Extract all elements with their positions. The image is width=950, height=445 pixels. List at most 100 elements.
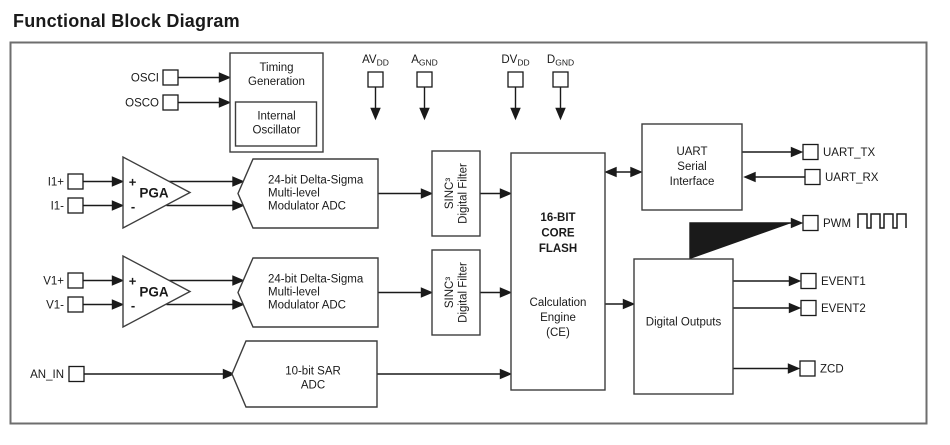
svg-text:Multi-level: Multi-level <box>268 188 320 200</box>
sar-adc-label: 10-bit SAR <box>285 366 341 378</box>
zcd-line <box>733 363 801 374</box>
pga-i-to-adc-top-line <box>168 176 245 187</box>
dgnd-line <box>555 87 566 121</box>
svg-text:Engine: Engine <box>540 312 576 324</box>
uart-tx-pin-label: UART_TX <box>823 147 876 159</box>
delta-sigma-adc-v-block: 24-bit Delta-Sigma Multi-level Modulator… <box>237 257 379 328</box>
event1-pad <box>800 272 817 290</box>
uart-tx-line <box>742 146 804 158</box>
agnd-pad <box>416 71 433 88</box>
osco-pad <box>162 94 179 111</box>
svg-text:Generation: Generation <box>248 76 305 88</box>
core-uart-bidirectional-line <box>604 166 643 178</box>
adc-v-to-sinc-line <box>378 287 434 298</box>
svg-text:ADC: ADC <box>301 380 325 392</box>
pwm-pad <box>802 214 819 232</box>
internal-oscillator-label: Internal <box>257 111 295 123</box>
signal-connections <box>83 72 805 380</box>
pwm-waveform-icon <box>857 213 907 229</box>
pga-v-to-adc-bottom-line <box>166 299 245 310</box>
diagram-border <box>9 41 928 425</box>
pga-v-to-adc-top-line <box>168 275 245 286</box>
uart-box <box>641 123 743 211</box>
delta-sigma-adc-v-shape <box>237 257 379 328</box>
digital-outputs-label: Digital Outputs <box>646 317 722 329</box>
sinc-filter-i-box <box>431 150 481 237</box>
uart-tx-pad <box>802 143 819 161</box>
sar-adc-block: 10-bit SAR ADC <box>231 340 378 408</box>
pga-v-block: + PGA - <box>122 254 192 329</box>
avdd-line <box>370 87 381 121</box>
delta-sigma-adc-i-block: 24-bit Delta-Sigma Multi-level Modulator… <box>237 158 379 229</box>
svg-text:Modulator ADC: Modulator ADC <box>268 201 346 213</box>
v1-minus-pad <box>67 296 84 313</box>
i1-plus-line <box>83 176 125 187</box>
sinc-i-to-core-line <box>480 188 513 199</box>
sinc-filter-i-block: SINC³ Digital Filter <box>431 150 481 237</box>
uart-rx-pad <box>804 168 821 186</box>
event2-pin-label: EVENT2 <box>821 303 866 315</box>
sinc-filter-i-label: SINC³ <box>444 178 456 209</box>
delta-sigma-adc-v-label: 24-bit Delta-Sigma <box>268 274 364 286</box>
uart-rx-pin-label: UART_RX <box>825 172 879 184</box>
avdd-pin-label: AVDD <box>362 54 389 68</box>
svg-text:Interface: Interface <box>670 176 715 188</box>
sar-to-core-line <box>377 368 513 380</box>
svg-text:CORE: CORE <box>541 228 575 240</box>
uart-rx-line <box>743 171 805 183</box>
agnd-pin-label: AGND <box>411 54 438 68</box>
power-pins: AVDD AGND DVDD DGND <box>362 54 574 88</box>
dvdd-pin-label: DVDD <box>501 54 529 68</box>
pga-v-plus-sign: + <box>129 274 137 289</box>
pga-v-minus-sign: - <box>131 298 135 313</box>
osco-pin-label: OSCO <box>125 98 159 110</box>
pga-i-plus-sign: + <box>129 175 137 190</box>
zcd-pad <box>799 360 816 377</box>
i1-plus-pin-label: I1+ <box>48 177 65 189</box>
page-title: Functional Block Diagram <box>13 11 240 31</box>
digital-outputs-block: Digital Outputs <box>633 258 734 395</box>
sinc-filter-v-block: SINC³ Digital Filter <box>431 249 481 336</box>
sar-adc-shape <box>231 340 378 408</box>
sinc-filter-v-box <box>431 249 481 336</box>
dgnd-pad <box>552 71 569 88</box>
calculation-engine-label: Calculation <box>530 297 587 309</box>
core-to-digital-outputs-line <box>605 298 636 310</box>
v1-minus-line <box>83 299 125 310</box>
pga-i-triangle <box>122 155 192 230</box>
svg-text:Oscillator: Oscillator <box>253 125 301 137</box>
svg-text:Digital Filter: Digital Filter <box>458 163 470 224</box>
i1-minus-pin-label: I1- <box>51 201 65 213</box>
sinc-filter-v-label: SINC³ <box>444 277 456 308</box>
sinc-v-to-core-line <box>480 287 513 298</box>
dvdd-pad <box>507 71 524 88</box>
event2-pad <box>800 299 817 317</box>
svg-text:(CE): (CE) <box>546 327 570 339</box>
v1-plus-line <box>83 275 125 286</box>
i1-plus-pad <box>67 173 84 190</box>
an-in-pad <box>68 365 85 383</box>
osci-line <box>178 72 232 83</box>
an-in-pin-label: AN_IN <box>30 369 64 381</box>
pga-i-block: + PGA - <box>122 155 192 230</box>
input-pins: OSCI OSCO I1+ I1- V1+ V1- AN_IN <box>30 69 179 383</box>
v1-plus-pin-label: V1+ <box>43 276 64 288</box>
pga-i-label: PGA <box>139 186 169 201</box>
pwm-pin-label: PWM <box>823 218 851 230</box>
pwm-line <box>689 217 804 259</box>
svg-text:Modulator ADC: Modulator ADC <box>268 300 346 312</box>
delta-sigma-adc-i-shape <box>237 158 379 229</box>
pga-v-triangle <box>122 254 192 329</box>
timing-generation-label: Timing <box>259 62 293 74</box>
svg-text:FLASH: FLASH <box>539 243 577 255</box>
dgnd-pin-label: DGND <box>547 54 574 68</box>
core-flash-box <box>510 152 606 391</box>
osci-pin-label: OSCI <box>131 73 159 85</box>
internal-oscillator-box <box>234 101 318 147</box>
v1-minus-pin-label: V1- <box>46 300 64 312</box>
osci-pad <box>162 69 179 86</box>
uart-serial-interface-block: UART Serial Interface <box>641 123 743 211</box>
event1-line <box>733 275 802 287</box>
v1-plus-pad <box>67 272 84 289</box>
